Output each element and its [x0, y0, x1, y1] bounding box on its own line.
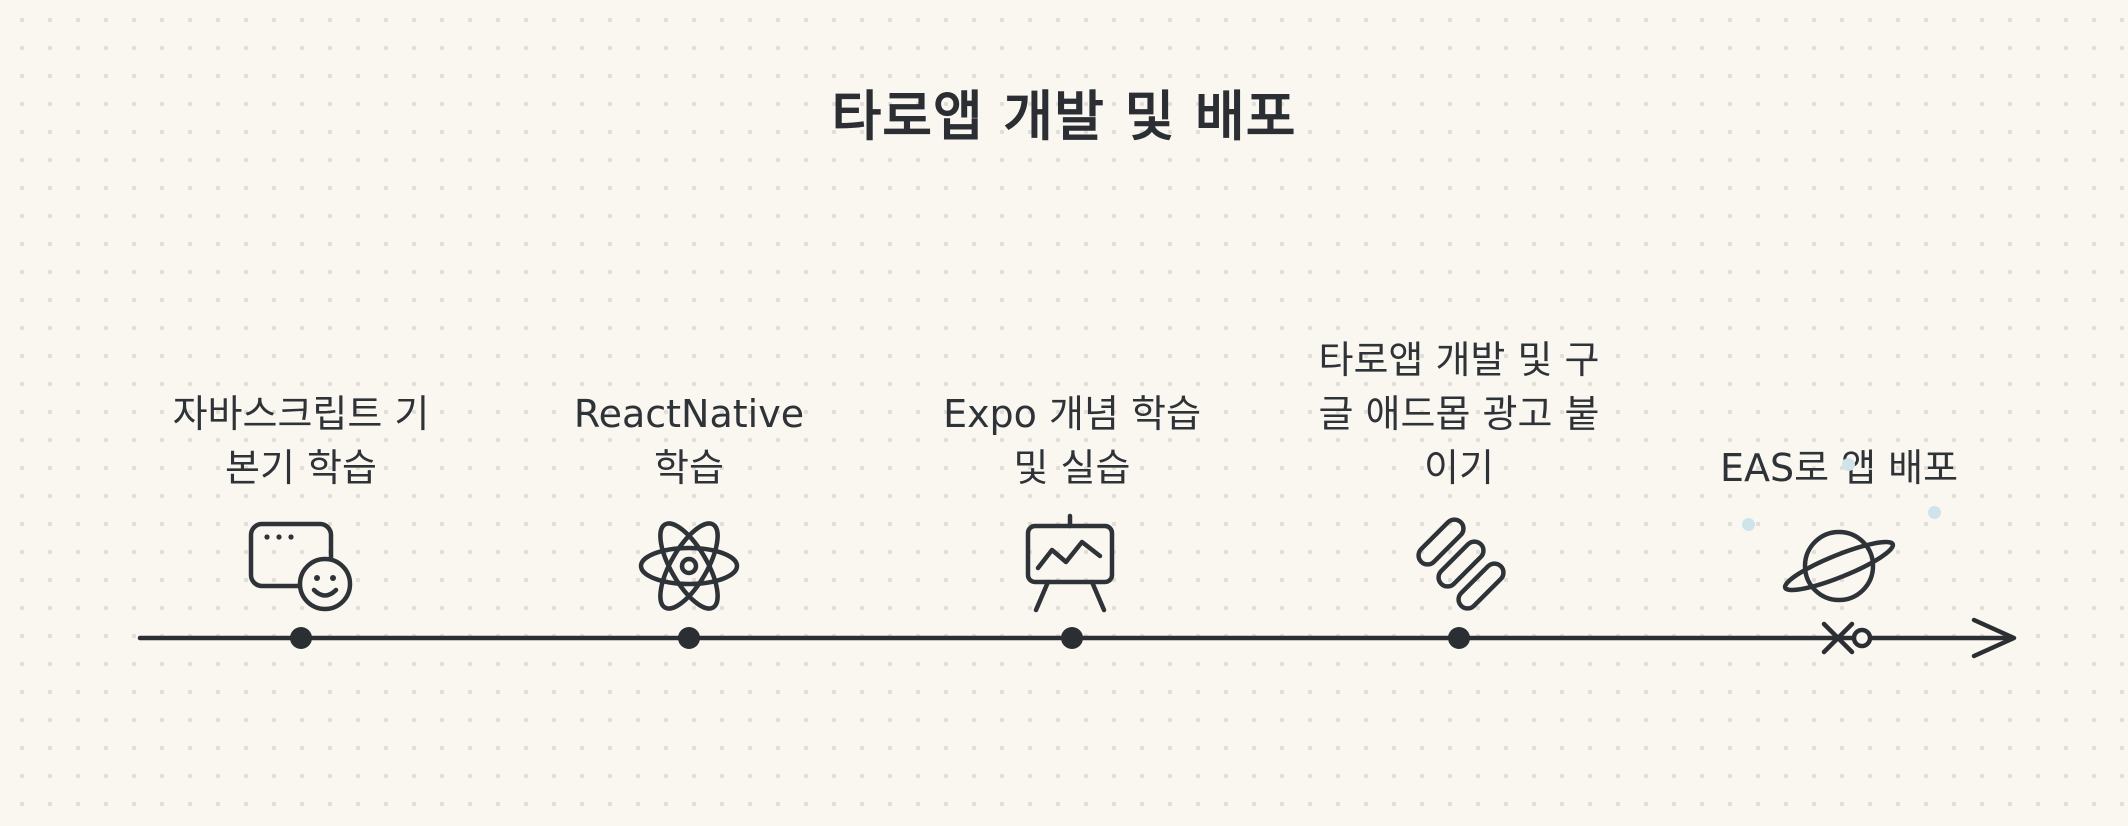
planet-ring-icon [1759, 510, 1919, 622]
presentation-chart-icon [992, 510, 1152, 622]
milestone-tarot-admob: 타로앱 개발 및 구 글 애드몹 광고 붙 이기 [1239, 296, 1679, 622]
react-atom-icon [609, 510, 769, 622]
sparkle-dot [1742, 518, 1755, 531]
arrowhead-icon [1971, 617, 2017, 659]
sparkle-dot [1928, 506, 1941, 519]
timeline-open-dot [1851, 627, 1873, 649]
milestone-expo: Expo 개념 학습 및 실습 [852, 296, 1292, 622]
milestone-label: EAS로 앱 배포 [1719, 446, 1959, 491]
browser-smiley-icon [221, 510, 381, 622]
timeline-x-marker [1821, 621, 1855, 655]
milestone-eas-deploy: EAS로 앱 배포 [1619, 296, 2059, 622]
sparkle-dot [1842, 458, 1855, 471]
milestone-label: 자바스크립트 기 본기 학습 [172, 392, 430, 491]
diagram-title: 타로앱 개발 및 배포 [831, 85, 1297, 148]
admob-ads-icon [1379, 510, 1539, 622]
timeline-dot [290, 627, 312, 649]
milestone-label: 타로앱 개발 및 구 글 애드몹 광고 붙 이기 [1318, 338, 1600, 491]
timeline-dot [1061, 627, 1083, 649]
timeline-dot [678, 627, 700, 649]
milestone-javascript: 자바스크립트 기 본기 학습 [81, 296, 521, 622]
timeline-axis [137, 617, 2017, 659]
timeline-line [137, 634, 2015, 641]
milestone-label: Expo 개념 학습 및 실습 [943, 392, 1201, 491]
milestone-reactnative: ReactNative 학습 [469, 296, 909, 622]
timeline-dot [1448, 627, 1470, 649]
milestone-label: ReactNative 학습 [573, 392, 805, 491]
